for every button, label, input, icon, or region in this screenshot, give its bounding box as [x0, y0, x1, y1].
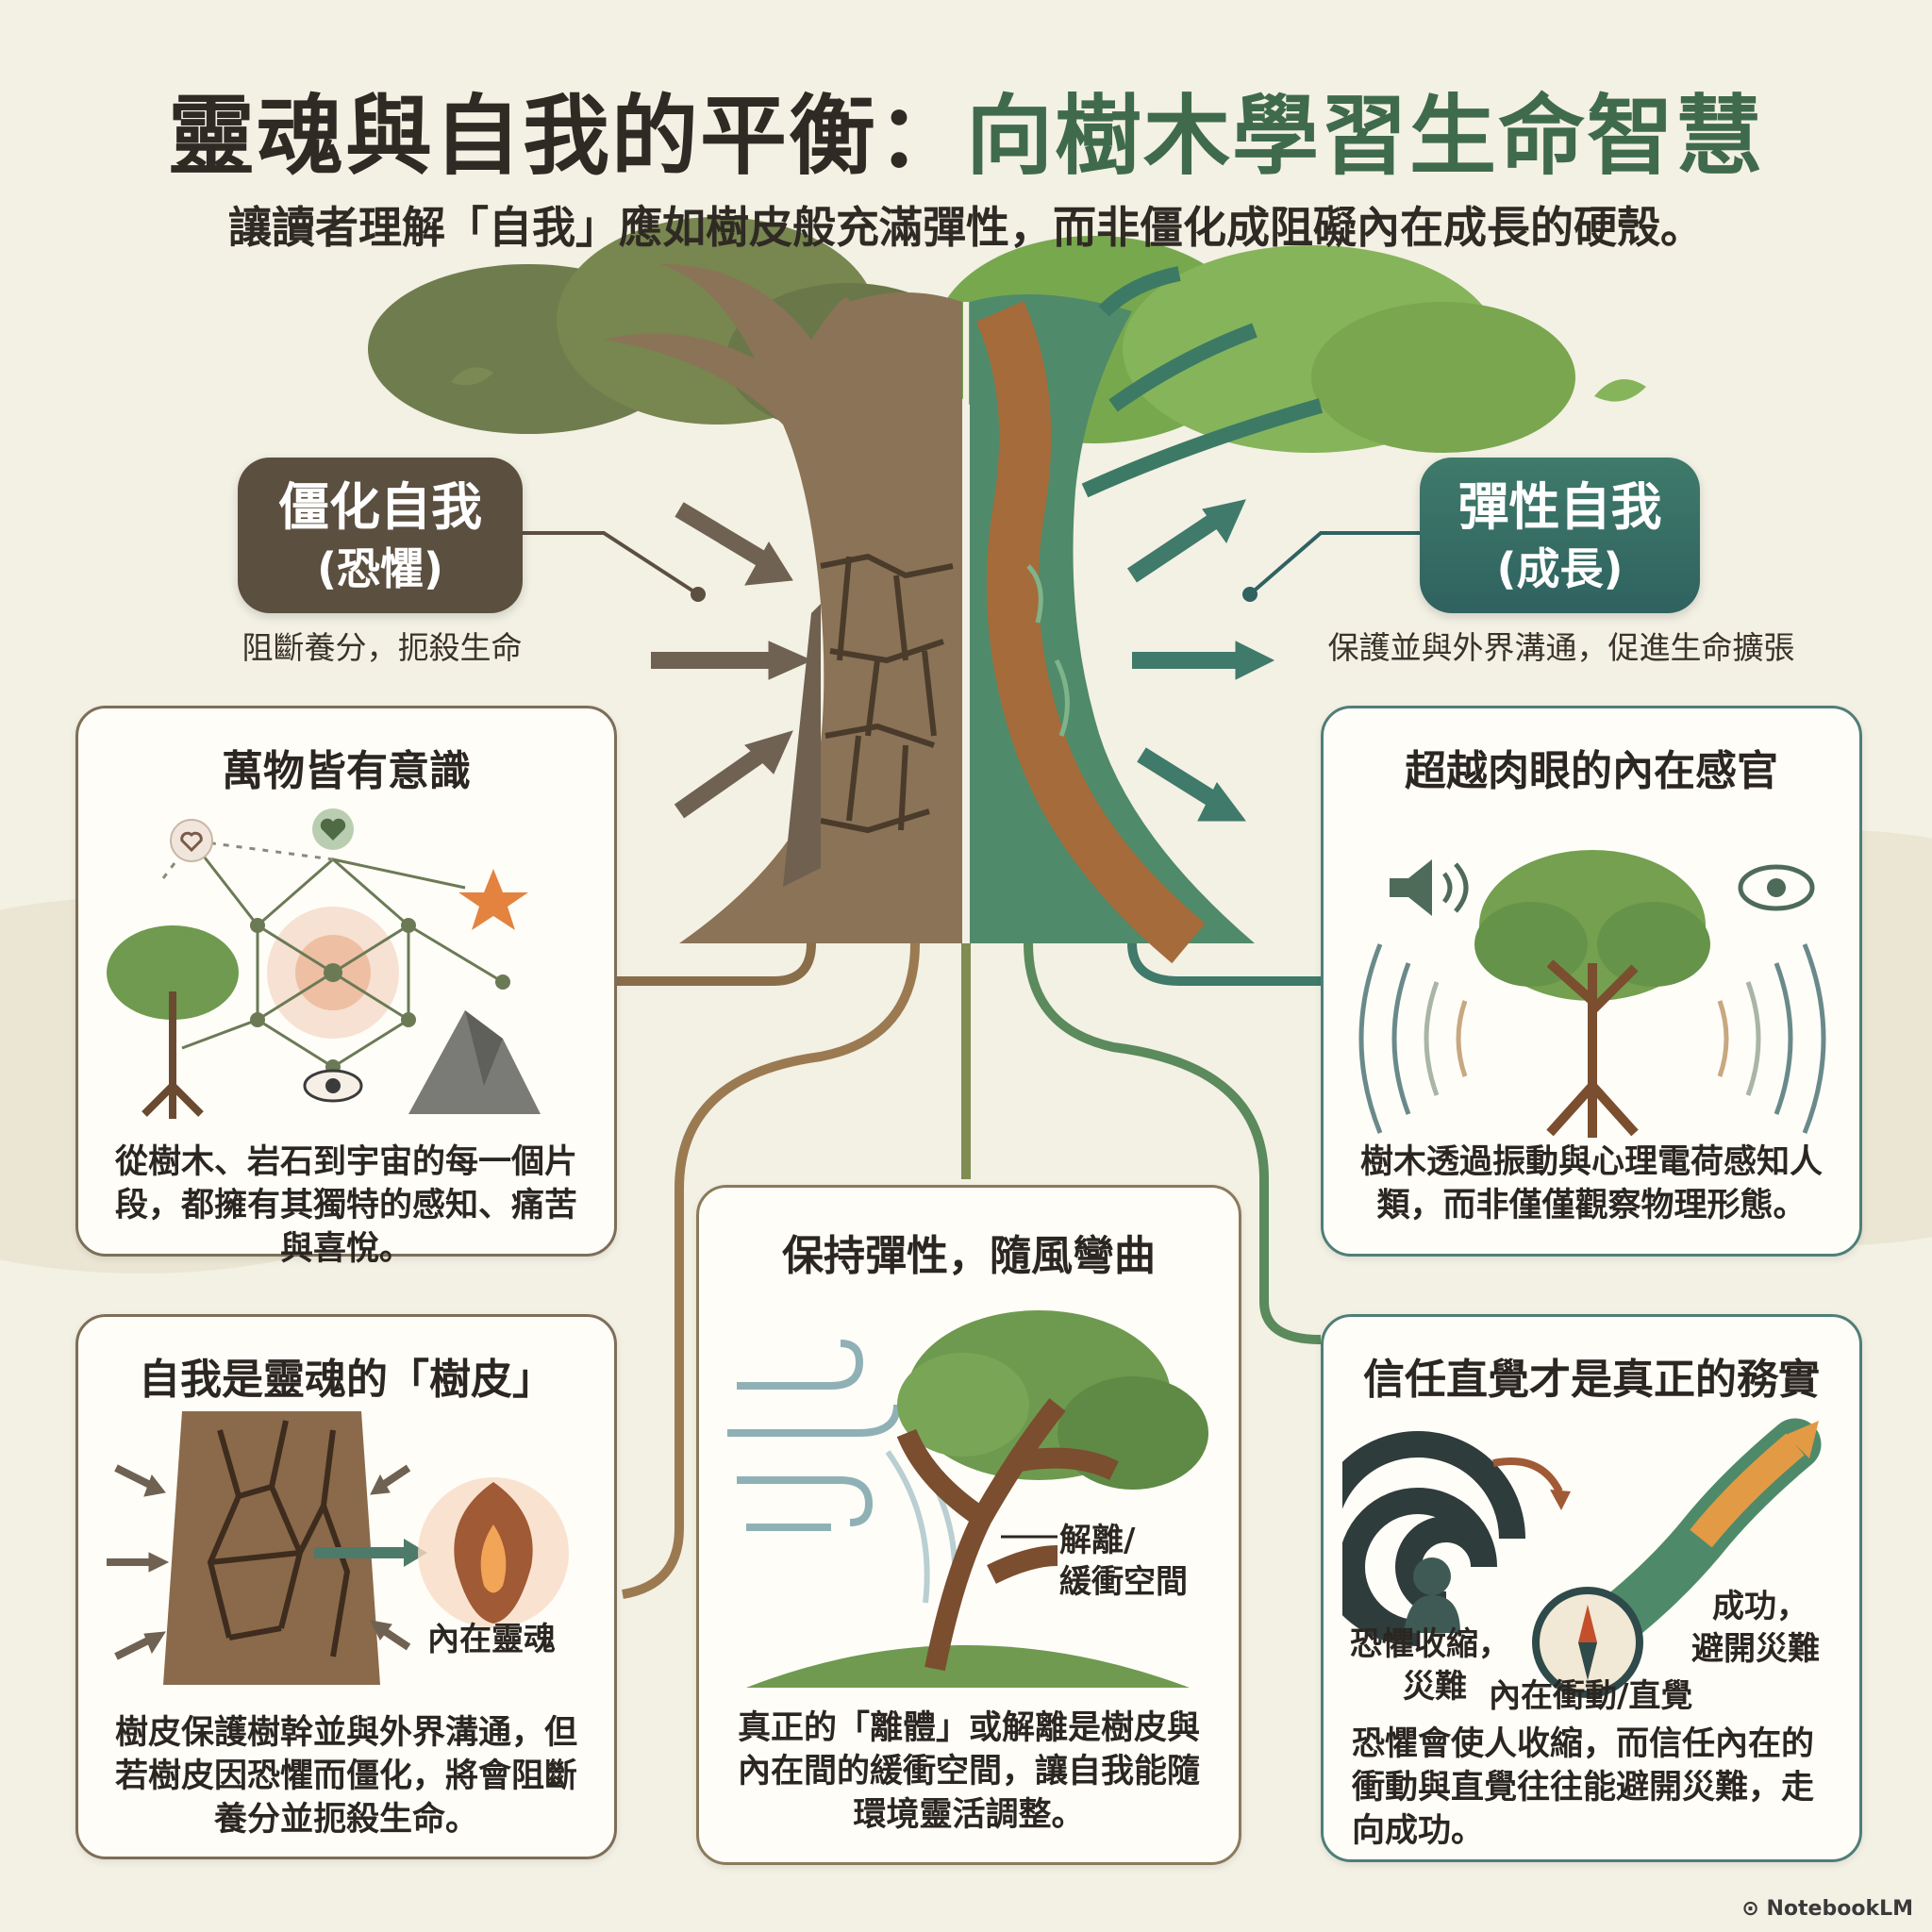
inner-soul-icon: [418, 1477, 569, 1628]
elastic-self-sublabel: (成長): [1496, 543, 1624, 594]
elastic-self-label: 彈性自我: [1457, 477, 1662, 537]
card-body: 真正的「離體」或解離是樹皮與內在間的緩衝空間，讓自我能隨環境靈活調整。: [737, 1709, 1200, 1834]
elastic-self-badge: 彈性自我 (成長): [1420, 458, 1700, 613]
heart-outline-icon: [180, 831, 203, 853]
root-connectors: [613, 942, 1322, 1599]
arrow-icon: [404, 1539, 427, 1567]
inner-soul-label: 內在靈魂: [427, 1621, 556, 1658]
card-flexible: 保持彈性，隨風彎曲 解離/ 緩衝空間 真正的「離體」或解離是樹皮與內在間的緩衝空…: [696, 1185, 1241, 1865]
card-bark: 自我是靈魂的「樹皮」 內在靈魂 樹皮保護樹幹並與外界溝通，但若樹皮因恐懼而僵化，…: [75, 1314, 617, 1859]
card-title: 自我是靈魂的「樹皮」: [139, 1356, 554, 1404]
card-inner-senses: 超越肉眼的內在感官 樹木透過振動與心理電荷感: [1321, 706, 1862, 1257]
elastic-tree-trunk: [970, 266, 1324, 964]
rigid-self-sublabel: (恐懼): [316, 543, 444, 594]
card-intuition: 信任直覺才是真正的務實 恐懼收縮， 災難 內在衝動/直覺 成功， 避開: [1321, 1314, 1862, 1862]
buffer-space-label-1: 解離/: [1059, 1522, 1136, 1559]
rigid-self-caption: 阻斷養分，扼殺生命: [242, 629, 523, 666]
rock-icon: [408, 1010, 541, 1114]
tree-icon: [1474, 850, 1710, 1138]
title-part-1: 靈魂與自我的平衡：: [167, 86, 966, 187]
footer-text: NotebookLM: [1766, 1897, 1913, 1921]
footer-brand: ⊙ NotebookLM: [1741, 1897, 1913, 1921]
bark-illustration: [107, 1411, 569, 1685]
card-body: 樹皮保護樹幹並與外界溝通，但若樹皮因恐懼而僵化，將會阻斷養分並扼殺生命。: [114, 1714, 577, 1839]
bark-trunk: [163, 1411, 380, 1685]
heart-icon: [320, 818, 346, 841]
card-title: 保持彈性，隨風彎曲: [782, 1232, 1156, 1280]
page-subtitle: 讓讀者理解「自我」應如樹皮般充滿彈性，而非僵化成阻礙內在成長的硬殼。: [228, 202, 1704, 253]
consciousness-network-illustration: [107, 808, 541, 1119]
pressure-arrows: [651, 502, 813, 819]
page-title: 靈魂與自我的平衡：向樹木學習生命智慧: [0, 66, 1932, 192]
card-body: 從樹木、岩石到宇宙的每一個片段，都擁有其獨特的感知、痛苦與喜悅。: [114, 1143, 577, 1268]
fear-label-1: 恐懼收縮，: [1350, 1625, 1510, 1663]
card-title: 信任直覺才是真正的務實: [1363, 1356, 1820, 1404]
success-label-2: 避開災難: [1691, 1630, 1820, 1668]
card-title: 萬物皆有意識: [222, 747, 471, 795]
inner-senses-illustration: [1358, 850, 1826, 1138]
card-consciousness: 萬物皆有意識 從樹木、岩石到宇宙的每一個片段: [75, 706, 617, 1268]
tree-icon: [107, 925, 239, 1119]
tree-icon: [896, 1310, 1208, 1672]
pressure-arrows: [107, 1464, 411, 1660]
rigid-tree-trunk: [604, 264, 962, 943]
notebook-icon: ⊙: [1741, 1897, 1767, 1921]
star-icon: [458, 869, 528, 930]
elastic-self-caption: 保護並與外界溝通，促進生命擴張: [1327, 629, 1795, 666]
title-part-2: 向樹木學習生命智慧: [966, 86, 1765, 187]
vibration-waves: [1358, 943, 1826, 1134]
compass-icon: [1532, 1587, 1643, 1698]
rigid-self-label: 僵化自我: [278, 477, 482, 537]
card-title: 超越肉眼的內在感官: [1405, 747, 1778, 795]
intuition-illustration: [1342, 1418, 1822, 1698]
wind-lines: [727, 1340, 901, 1531]
impulse-label: 內在衝動/直覺: [1489, 1677, 1693, 1715]
speaker-icon: [1390, 859, 1469, 916]
buffer-space-label-2: 緩衝空間: [1059, 1563, 1188, 1601]
spiral-icon: [1342, 1431, 1571, 1646]
growth-arrows: [1127, 499, 1275, 822]
eye-icon: [1738, 864, 1815, 911]
person-icon: [1404, 1557, 1460, 1633]
fear-label-2: 災難: [1403, 1668, 1467, 1706]
card-body: 恐懼會使人收縮，而信任內在的衝動與直覺往往能避開災難，走向成功。: [1352, 1725, 1815, 1850]
bending-tree-illustration: [727, 1310, 1208, 1688]
card-body: 樹木透過振動與心理電荷感知人類，而非僅僅觀察物理形態。: [1359, 1143, 1823, 1224]
success-arrow-icon: [1786, 1421, 1819, 1458]
success-label-1: 成功，: [1712, 1588, 1808, 1625]
rigid-self-badge: 僵化自我 (恐懼): [238, 458, 523, 613]
